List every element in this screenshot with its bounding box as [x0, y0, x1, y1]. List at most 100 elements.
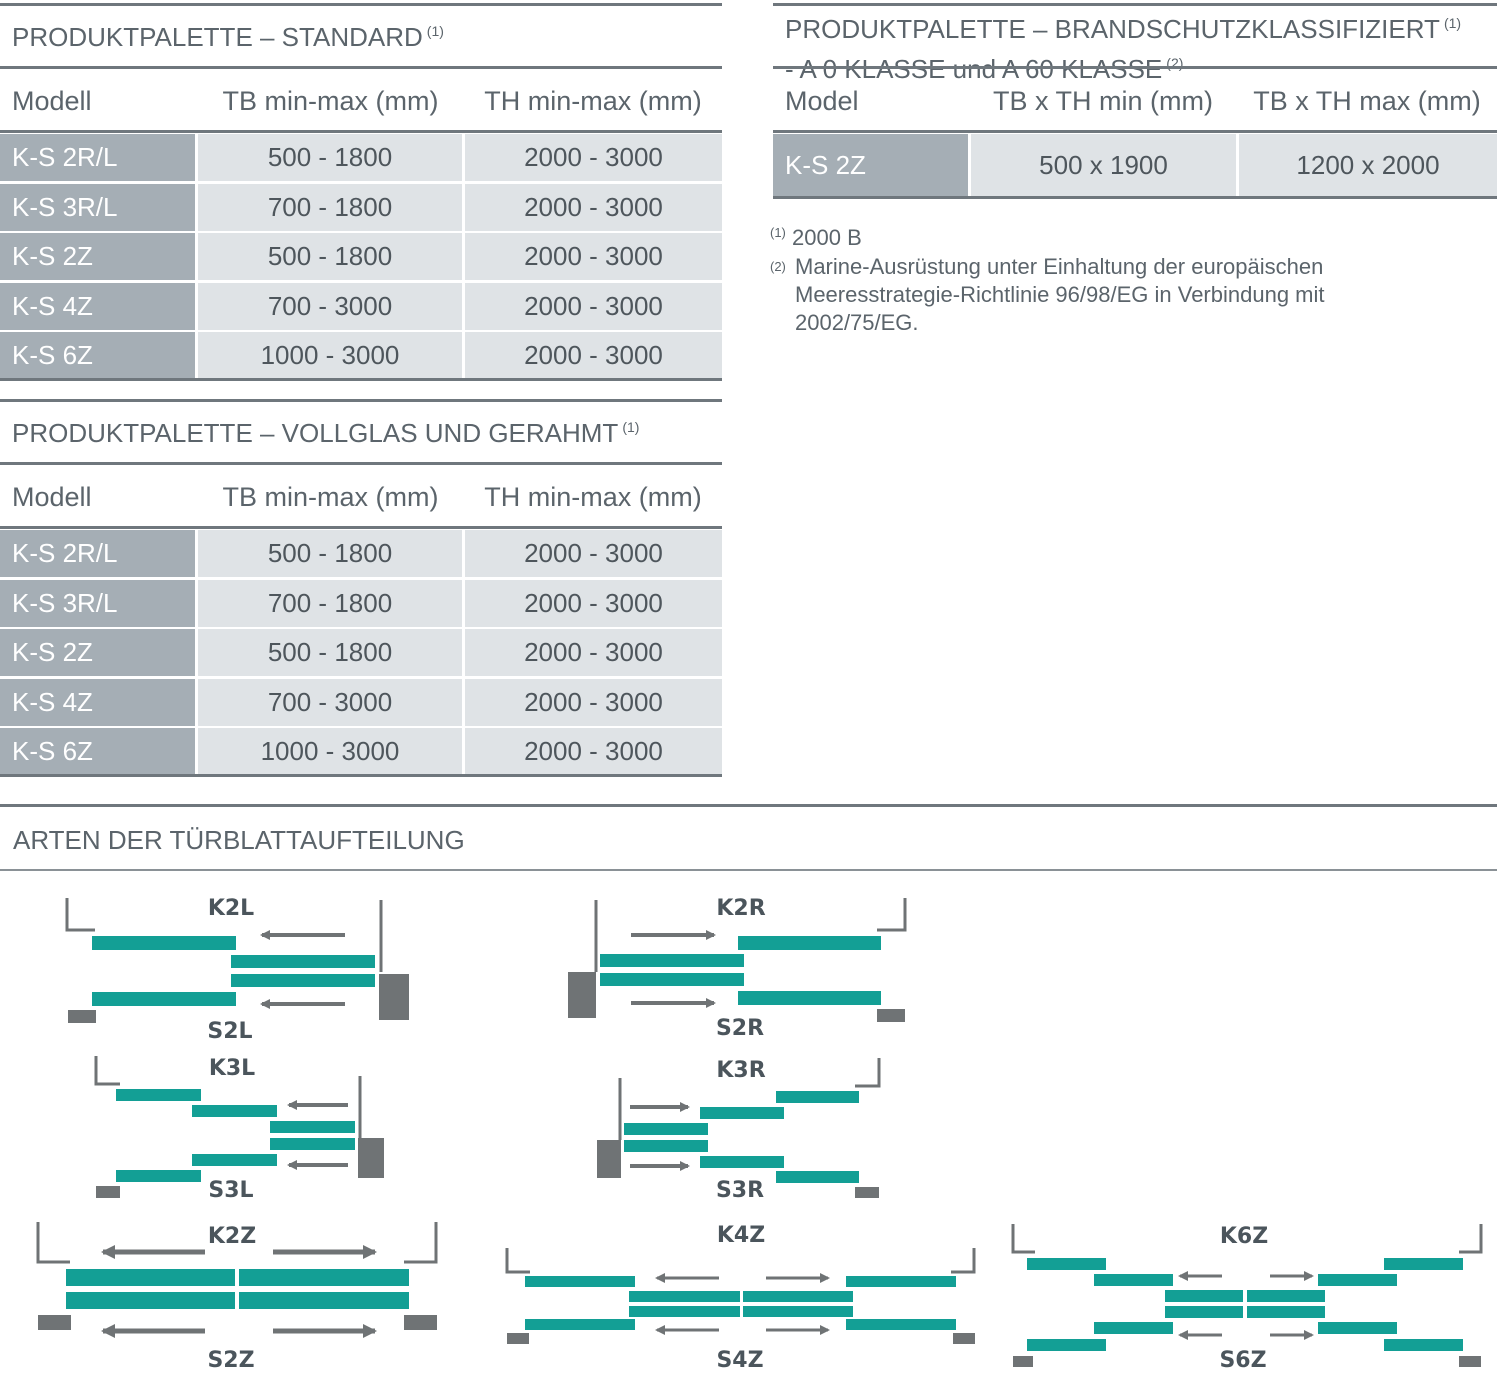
model-cell: K-S 4Z — [0, 679, 195, 726]
table-header-rule — [0, 462, 722, 465]
tb-cell: 700 - 1800 — [198, 184, 462, 231]
door-leaf — [116, 1170, 201, 1182]
table-row: K-S 2Z 500 - 1800 2000 - 3000 — [0, 629, 722, 676]
column-header-th: TH min-max (mm) — [484, 482, 702, 512]
diagram-k4z: K4Z S4Z — [505, 1223, 976, 1373]
min-cell: 500 x 1900 — [971, 134, 1236, 197]
table-bottom-rule — [773, 196, 1497, 199]
label-k4z: K4Z — [717, 1223, 765, 1248]
diagram-k6z: K6Z S6Z — [1011, 1224, 1483, 1373]
column-header-model: Modell — [12, 86, 92, 116]
table-header-bottom-rule — [0, 526, 722, 529]
th-cell: 2000 - 3000 — [465, 233, 722, 280]
diagram-section-bottom-rule — [0, 869, 1497, 871]
label-s2l: S2L — [207, 1019, 252, 1044]
table-bottom-rule — [0, 378, 722, 381]
door-leaf — [1165, 1306, 1243, 1318]
door-leaf — [192, 1105, 277, 1117]
th-cell: 2000 - 3000 — [465, 332, 722, 379]
door-leaf — [92, 992, 236, 1006]
door-leaf — [1247, 1290, 1325, 1302]
door-leaf — [270, 1138, 355, 1150]
door-leaf — [1318, 1322, 1397, 1334]
frame-corner-icon — [36, 1222, 70, 1264]
tb-cell: 500 - 1800 — [198, 233, 462, 280]
door-leaf — [743, 1291, 853, 1302]
door-leaf — [629, 1291, 740, 1302]
door-leaf — [1027, 1339, 1106, 1351]
model-cell: K-S 6Z — [0, 728, 195, 775]
column-header-model: Modell — [12, 482, 92, 512]
tb-cell: 700 - 3000 — [198, 679, 462, 726]
frame-corner-icon — [505, 1248, 530, 1274]
th-cell: 2000 - 3000 — [465, 679, 722, 726]
model-cell: K-S 2R/L — [0, 530, 195, 577]
max-cell: 1200 x 2000 — [1239, 134, 1497, 197]
frame-corner-icon — [951, 1248, 976, 1274]
footnote-2-text: Marine-Ausrüstung unter Einhaltung der e… — [795, 254, 1325, 335]
frame-corner-icon — [404, 1222, 438, 1264]
label-k3l: K3L — [209, 1056, 255, 1081]
floor-guide-icon — [404, 1315, 437, 1330]
column-header-model: Model — [785, 86, 859, 116]
door-leaf — [700, 1156, 784, 1168]
model-cell: K-S 6Z — [0, 332, 195, 379]
frame-corner-icon — [1459, 1224, 1483, 1254]
table-fire-title: PRODUKTPALETTE – BRANDSCHUTZKLASSIFIZIER… — [785, 14, 1462, 84]
door-leaf — [743, 1306, 853, 1317]
table-bottom-rule — [0, 774, 722, 777]
th-cell: 2000 - 3000 — [465, 580, 722, 627]
model-cell: K-S 2Z — [0, 233, 195, 280]
th-cell: 2000 - 3000 — [465, 283, 722, 330]
door-leaf — [231, 955, 375, 968]
door-leaf — [846, 1276, 956, 1287]
door-leaf — [738, 936, 881, 950]
label-k2r: K2R — [716, 896, 765, 921]
table-row: K-S 6Z 1000 - 3000 2000 - 3000 — [0, 332, 722, 379]
model-cell: K-S 2Z — [0, 629, 195, 676]
th-cell: 2000 - 3000 — [465, 728, 722, 775]
door-leaf — [66, 1269, 235, 1286]
door-leaf — [239, 1292, 409, 1309]
diagram-section-rule — [0, 804, 1497, 807]
floor-guide-icon — [855, 1187, 879, 1198]
door-leaf — [700, 1107, 784, 1119]
drive-box-icon — [597, 1140, 621, 1178]
model-cell: K-S 4Z — [0, 283, 195, 330]
column-header-th: TH min-max (mm) — [484, 86, 702, 116]
door-leaf — [1094, 1322, 1173, 1334]
model-cell: K-S 2Z — [773, 134, 968, 197]
door-leaf — [92, 936, 236, 950]
model-cell: K-S 3R/L — [0, 184, 195, 231]
model-cell: K-S 2R/L — [0, 134, 195, 181]
door-leaf — [738, 991, 881, 1005]
table-header-rule — [773, 66, 1497, 69]
tb-cell: 1000 - 3000 — [198, 728, 462, 775]
door-leaf — [846, 1319, 956, 1330]
table-row: K-S 4Z 700 - 3000 2000 - 3000 — [0, 283, 722, 330]
door-leaf — [624, 1140, 708, 1152]
floor-guide-icon — [953, 1333, 975, 1344]
label-k2z: K2Z — [208, 1224, 256, 1249]
tb-cell: 500 - 1800 — [198, 530, 462, 577]
door-leaf — [231, 974, 375, 987]
label-k6z: K6Z — [1220, 1224, 1268, 1249]
table-top-rule — [0, 399, 722, 402]
floor-guide-icon — [68, 1010, 96, 1023]
floor-guide-icon — [877, 1009, 905, 1022]
table-row: K-S 2R/L 500 - 1800 2000 - 3000 — [0, 134, 722, 181]
door-leaf — [525, 1276, 635, 1287]
column-header-tb: TB min-max (mm) — [222, 482, 439, 512]
door-leaf — [1384, 1339, 1463, 1351]
table-row: K-S 3R/L 700 - 1800 2000 - 3000 — [0, 184, 722, 231]
footnote-1: (1) 2000 B — [770, 225, 862, 250]
frame-corner-icon — [1011, 1224, 1035, 1254]
tb-cell: 700 - 3000 — [198, 283, 462, 330]
frame-corner-icon — [855, 1058, 881, 1088]
th-cell: 2000 - 3000 — [465, 184, 722, 231]
diagram-k3r: K3R S3R — [597, 1058, 881, 1203]
door-leaf — [239, 1269, 409, 1286]
table-header-rule — [0, 66, 722, 69]
door-leaf — [629, 1306, 740, 1317]
diagram-k2r: K2R S2R — [568, 896, 907, 1041]
